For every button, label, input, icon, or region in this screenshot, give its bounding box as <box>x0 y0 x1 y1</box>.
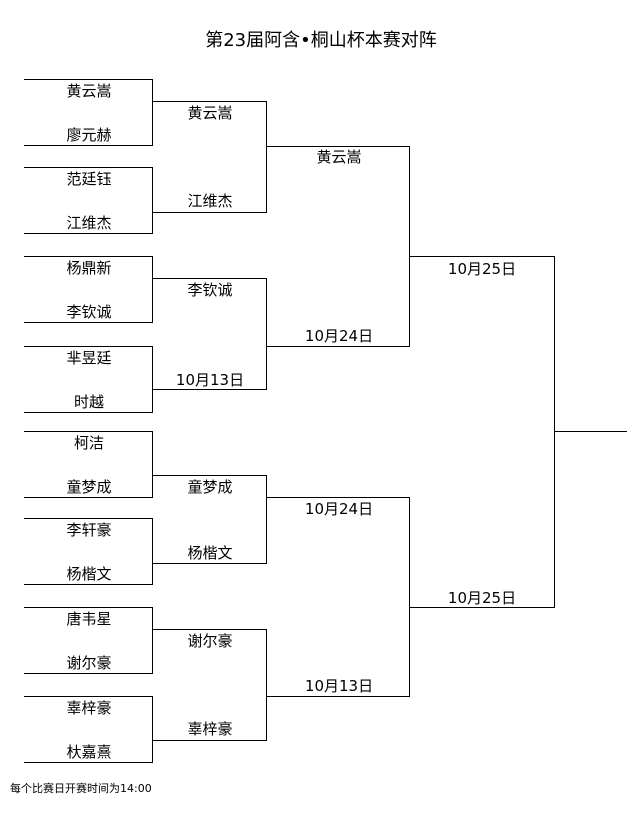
round1-player: 杨楷文 <box>66 565 112 583</box>
round2-entry: 辜梓豪 <box>187 720 233 738</box>
round1-player: 童梦成 <box>66 478 112 496</box>
round2-entry: 童梦成 <box>187 478 233 496</box>
round1-player: 时越 <box>73 393 104 411</box>
round2-entry: 谢尔豪 <box>187 632 233 650</box>
round1-player: 唐韦星 <box>66 610 112 628</box>
round2-entry: 10月13日 <box>175 371 245 389</box>
round1-player: 柯洁 <box>73 434 104 452</box>
round3-entry: 黄云嵩 <box>316 148 362 166</box>
round1-player: 李轩豪 <box>66 521 112 539</box>
round2-entry: 黄云嵩 <box>187 104 233 122</box>
round2-entry: 杨楷文 <box>187 544 233 562</box>
round1-player: 谢尔豪 <box>66 654 112 672</box>
round1-player: 芈昱廷 <box>66 349 112 367</box>
round4-entry: 10月25日 <box>447 260 517 278</box>
round1-lines <box>24 79 153 763</box>
round1-player: 辜梓豪 <box>66 699 112 717</box>
round3-entry: 10月24日 <box>304 500 374 518</box>
round1-player: 杕嘉熹 <box>66 743 112 761</box>
round4-lines <box>409 256 555 608</box>
round1-player: 黄云嵩 <box>66 82 112 100</box>
round1-player: 李钦诚 <box>66 303 112 321</box>
round2-entry: 李钦诚 <box>187 281 233 299</box>
round3-entry: 10月13日 <box>304 677 374 695</box>
page-title: 第23届阿含•桐山杯本赛对阵 <box>205 30 437 51</box>
round3-lines <box>266 146 410 697</box>
round1-player: 范廷钰 <box>66 170 112 188</box>
round1-player: 江维杰 <box>66 214 112 232</box>
round3-entry: 10月24日 <box>304 327 374 345</box>
round4-entry: 10月25日 <box>447 589 517 607</box>
round2-lines <box>152 101 267 741</box>
round2-entry: 江维杰 <box>187 192 233 210</box>
round1-player: 杨鼎新 <box>66 259 112 277</box>
round1-player: 廖元赫 <box>66 126 112 144</box>
footnote: 每个比赛日开赛时间为14:00 <box>10 782 152 795</box>
